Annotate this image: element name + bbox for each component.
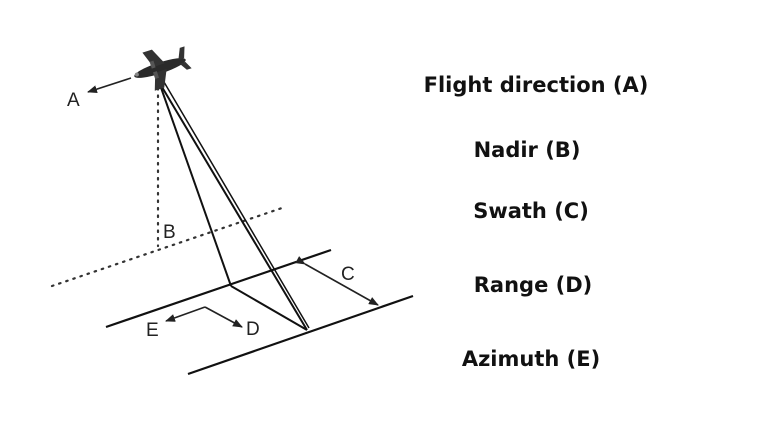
footprint-line: [230, 285, 308, 331]
legend-azimuth: Azimuth (E): [461, 347, 601, 371]
swath-far-edge: [187, 294, 414, 376]
label-c: C: [341, 264, 355, 285]
legend-nadir: Nadir (B): [473, 138, 581, 162]
label-a: A: [67, 90, 80, 111]
label-d: D: [246, 319, 260, 340]
flight-direction-arrow: [87, 77, 132, 94]
legend-swath: Swath (C): [473, 199, 589, 223]
beam-far-line: [158, 81, 308, 331]
label-e: E: [146, 320, 159, 341]
swath-near-edge: [105, 248, 332, 329]
swath-arrow: [295, 256, 379, 306]
airplane-icon: [134, 46, 192, 91]
beam-center-line: [163, 81, 310, 329]
nadir-ground-line: [50, 206, 284, 288]
beam-near-line: [158, 81, 232, 287]
label-b: B: [163, 222, 176, 243]
azimuth-arrow: [165, 306, 206, 322]
azimuth-range-arrow-path: [204, 306, 243, 328]
legend-range: Range (D): [473, 273, 593, 297]
legend-flight-direction: Flight direction (A): [423, 73, 649, 97]
